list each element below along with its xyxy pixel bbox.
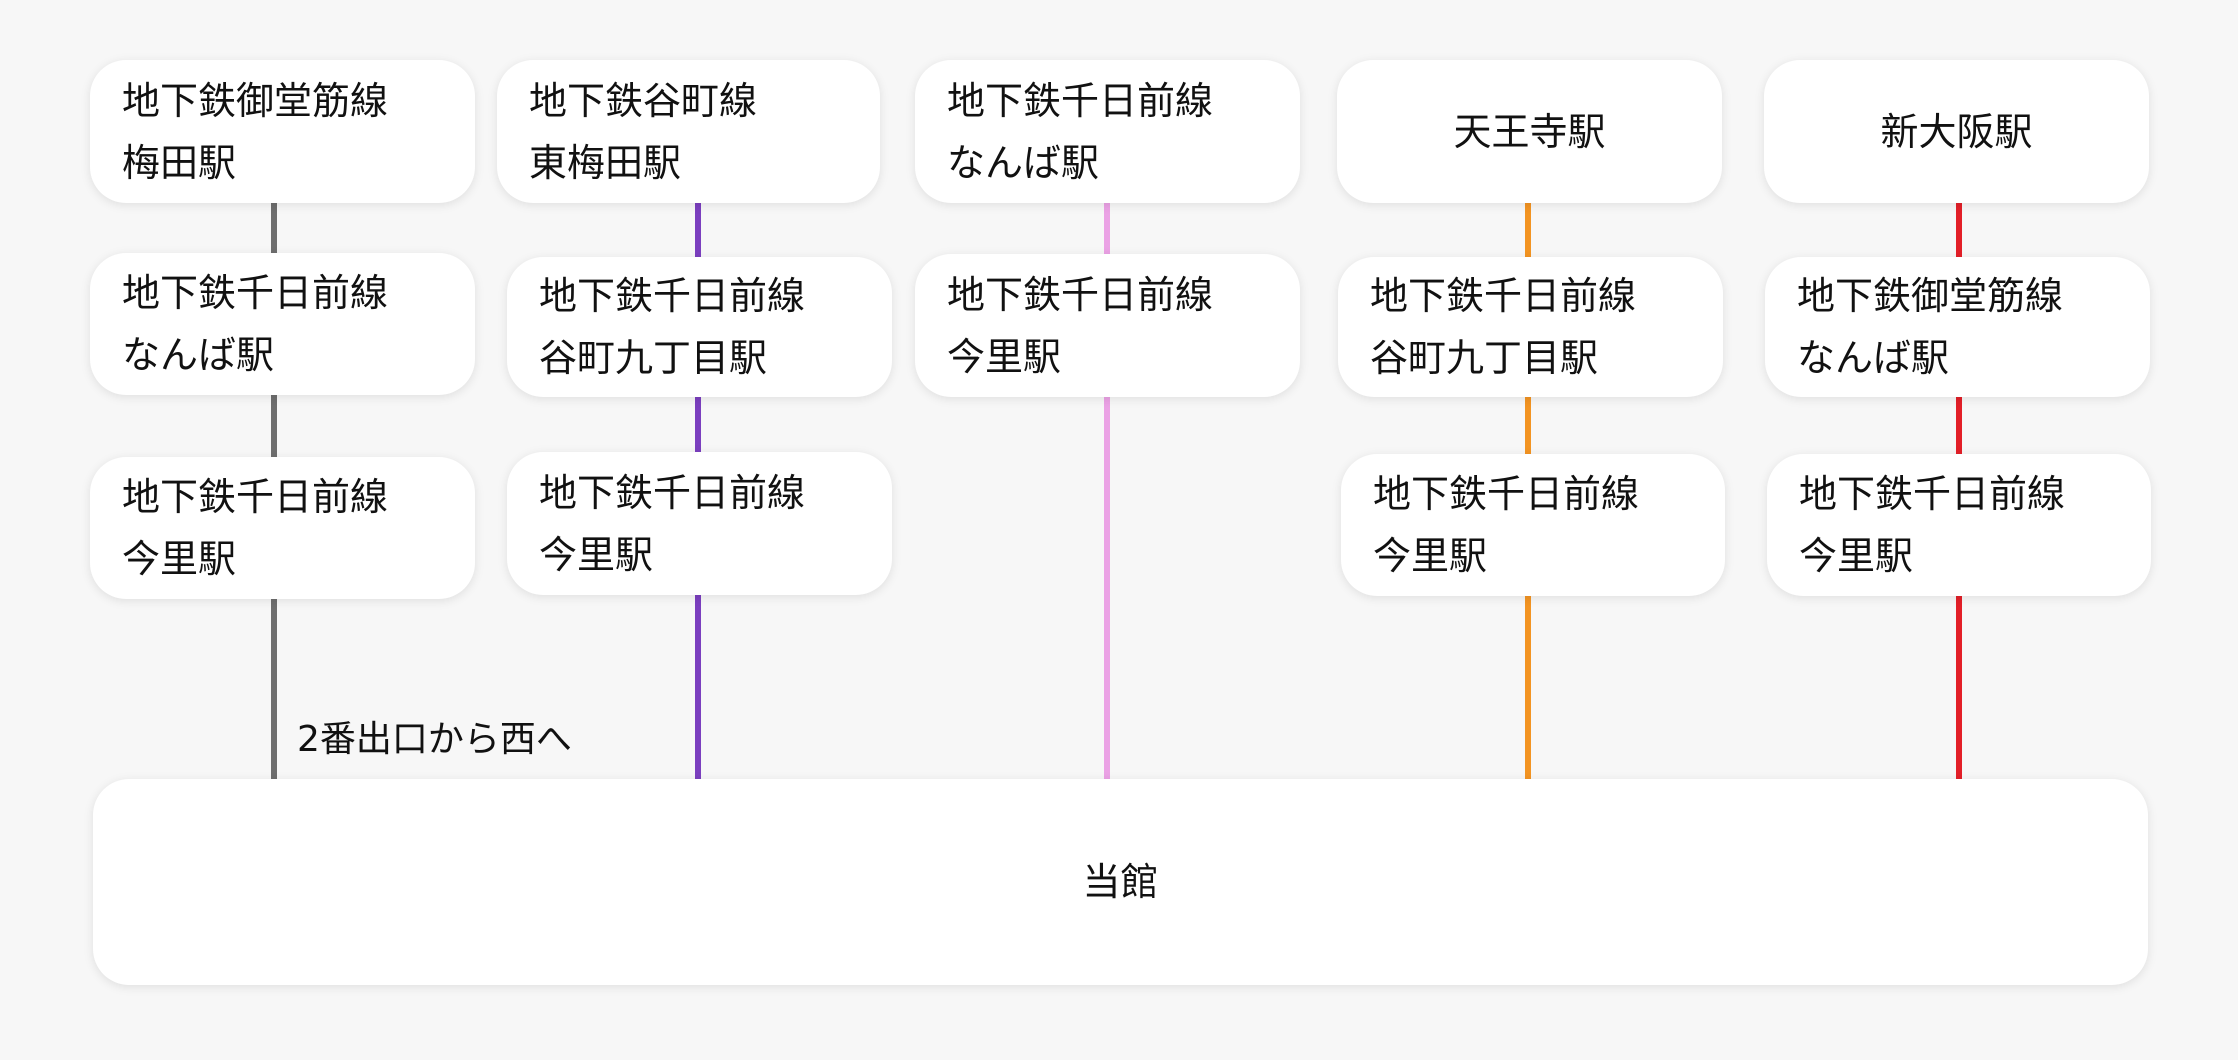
station-box: 地下鉄千日前線なんば駅	[90, 253, 475, 395]
line-name: 地下鉄千日前線	[539, 274, 806, 318]
station-box: 地下鉄千日前線今里駅	[915, 254, 1300, 397]
destination-label: 当館	[1082, 860, 1159, 904]
line-name: 地下鉄御堂筋線	[122, 78, 389, 123]
station-box: 地下鉄千日前線今里駅	[90, 457, 475, 599]
line-name: 地下鉄谷町線	[529, 78, 758, 123]
line-name: 地下鉄御堂筋線	[1797, 274, 2064, 318]
station-box: 地下鉄御堂筋線梅田駅	[90, 60, 475, 203]
line-name: 地下鉄千日前線	[947, 78, 1214, 123]
station-box: 地下鉄千日前線今里駅	[1767, 454, 2151, 596]
station-box: 地下鉄千日前線なんば駅	[915, 60, 1300, 203]
station-box: 地下鉄谷町線東梅田駅	[497, 60, 880, 203]
station-box: 地下鉄千日前線今里駅	[1341, 454, 1725, 596]
station-box: 天王寺駅	[1337, 60, 1722, 203]
route-line-3	[1104, 200, 1110, 782]
station-name: 今里駅	[122, 537, 237, 581]
station-box: 地下鉄千日前線谷町九丁目駅	[1338, 257, 1723, 397]
station-name: 今里駅	[539, 532, 654, 577]
station-name: 新大阪駅	[1880, 109, 2033, 154]
station-box: 地下鉄千日前線谷町九丁目駅	[507, 257, 892, 397]
station-name: 今里駅	[1799, 534, 1914, 578]
station-box: 地下鉄千日前線今里駅	[507, 452, 892, 595]
station-name: 谷町九丁目駅	[539, 336, 768, 380]
station-name: 谷町九丁目駅	[1370, 336, 1599, 380]
line-name: 地下鉄千日前線	[947, 272, 1214, 317]
station-name: 天王寺駅	[1453, 109, 1606, 154]
exit-note: 2番出口から西へ	[297, 719, 572, 760]
destination-box: 当館	[93, 779, 2148, 985]
line-name: 地下鉄千日前線	[1373, 472, 1640, 516]
station-name: なんば駅	[947, 140, 1100, 185]
station-name: 東梅田駅	[529, 140, 682, 185]
station-name: なんば駅	[122, 333, 275, 377]
station-box: 地下鉄御堂筋線なんば駅	[1765, 257, 2150, 397]
station-name: なんば駅	[1797, 336, 1950, 380]
station-box: 新大阪駅	[1764, 60, 2149, 203]
line-name: 地下鉄千日前線	[1799, 472, 2066, 516]
line-name: 地下鉄千日前線	[539, 470, 806, 515]
station-name: 梅田駅	[122, 140, 237, 185]
station-name: 今里駅	[1373, 534, 1488, 578]
line-name: 地下鉄千日前線	[122, 475, 389, 519]
line-name: 地下鉄千日前線	[122, 271, 389, 315]
station-name: 今里駅	[947, 334, 1062, 379]
line-name: 地下鉄千日前線	[1370, 274, 1637, 318]
